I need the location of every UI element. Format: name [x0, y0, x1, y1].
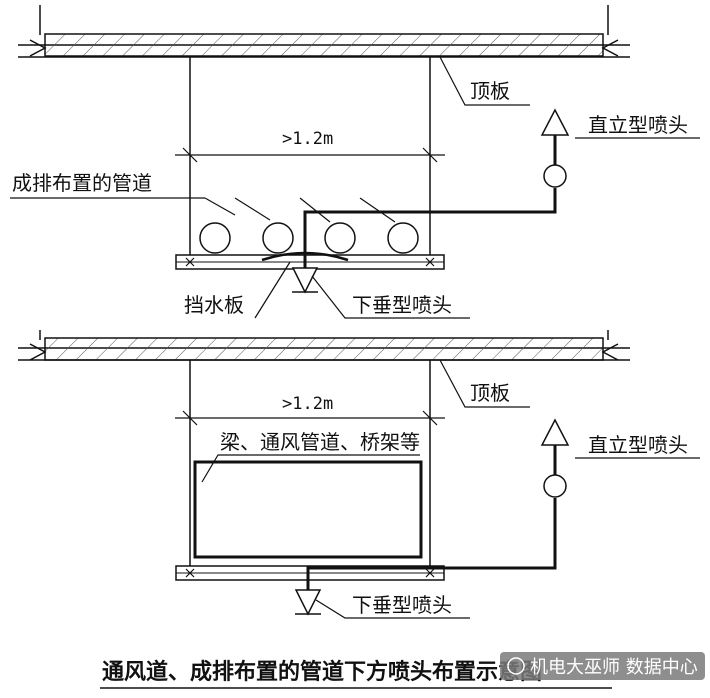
obstruction-label: 梁、通风管道、桥架等: [220, 430, 420, 454]
valve-icon: [543, 474, 567, 498]
dimension-label: >1.2m: [282, 394, 333, 414]
pendent-leader: [315, 599, 470, 619]
dimension-line: [175, 147, 445, 163]
pendent-sprinkler-icon: [294, 589, 322, 616]
pendent-sprinkler-label: 下垂型喷头: [352, 293, 452, 317]
valve-icon: [543, 164, 567, 188]
ceiling-leader: [439, 359, 530, 408]
top-panel: >1.2m 顶板 成排布置的管道: [10, 5, 700, 319]
branch-pipe: [303, 188, 557, 258]
watermark: 机电大巫师 数据中心: [500, 652, 705, 680]
upright-sprinkler-icon: [540, 108, 570, 136]
pipe-row: [199, 222, 419, 254]
baffle-label: 挡水板: [184, 293, 244, 317]
pipes-label: 成排布置的管道: [12, 171, 152, 195]
obstruction-leader: [201, 454, 420, 483]
ceiling-label: 顶板: [470, 381, 510, 405]
ceiling-slab: [18, 330, 630, 361]
bottom-panel: >1.2m 顶板 梁、通风管道、桥架等 直立型喷头 下垂型喷头: [18, 330, 700, 619]
ceiling-slab: [18, 5, 630, 58]
pendent-sprinkler-label: 下垂型喷头: [352, 593, 452, 617]
obstruction-box: [193, 460, 423, 559]
baffle-leader: [254, 261, 291, 319]
pendent-leader: [311, 275, 470, 319]
figure-caption: 通风道、成排布置的管道下方喷头布置示意图: [102, 659, 542, 685]
branch-pipe: [306, 498, 557, 590]
ceiling-label: 顶板: [470, 79, 510, 103]
pipe-leaders: [204, 197, 396, 223]
wechat-icon: [507, 657, 525, 675]
ceiling-leader: [439, 56, 530, 106]
pendent-sprinkler-icon: [291, 267, 319, 294]
dimension-label: >1.2m: [282, 129, 333, 149]
watermark-text: 机电大巫师 数据中心: [530, 657, 698, 678]
upright-sprinkler-icon: [540, 418, 570, 446]
dimension-line: [175, 410, 445, 426]
upright-sprinkler-label: 直立型喷头: [588, 113, 688, 137]
upright-sprinkler-label: 直立型喷头: [588, 433, 688, 457]
support-rail: [175, 254, 445, 270]
